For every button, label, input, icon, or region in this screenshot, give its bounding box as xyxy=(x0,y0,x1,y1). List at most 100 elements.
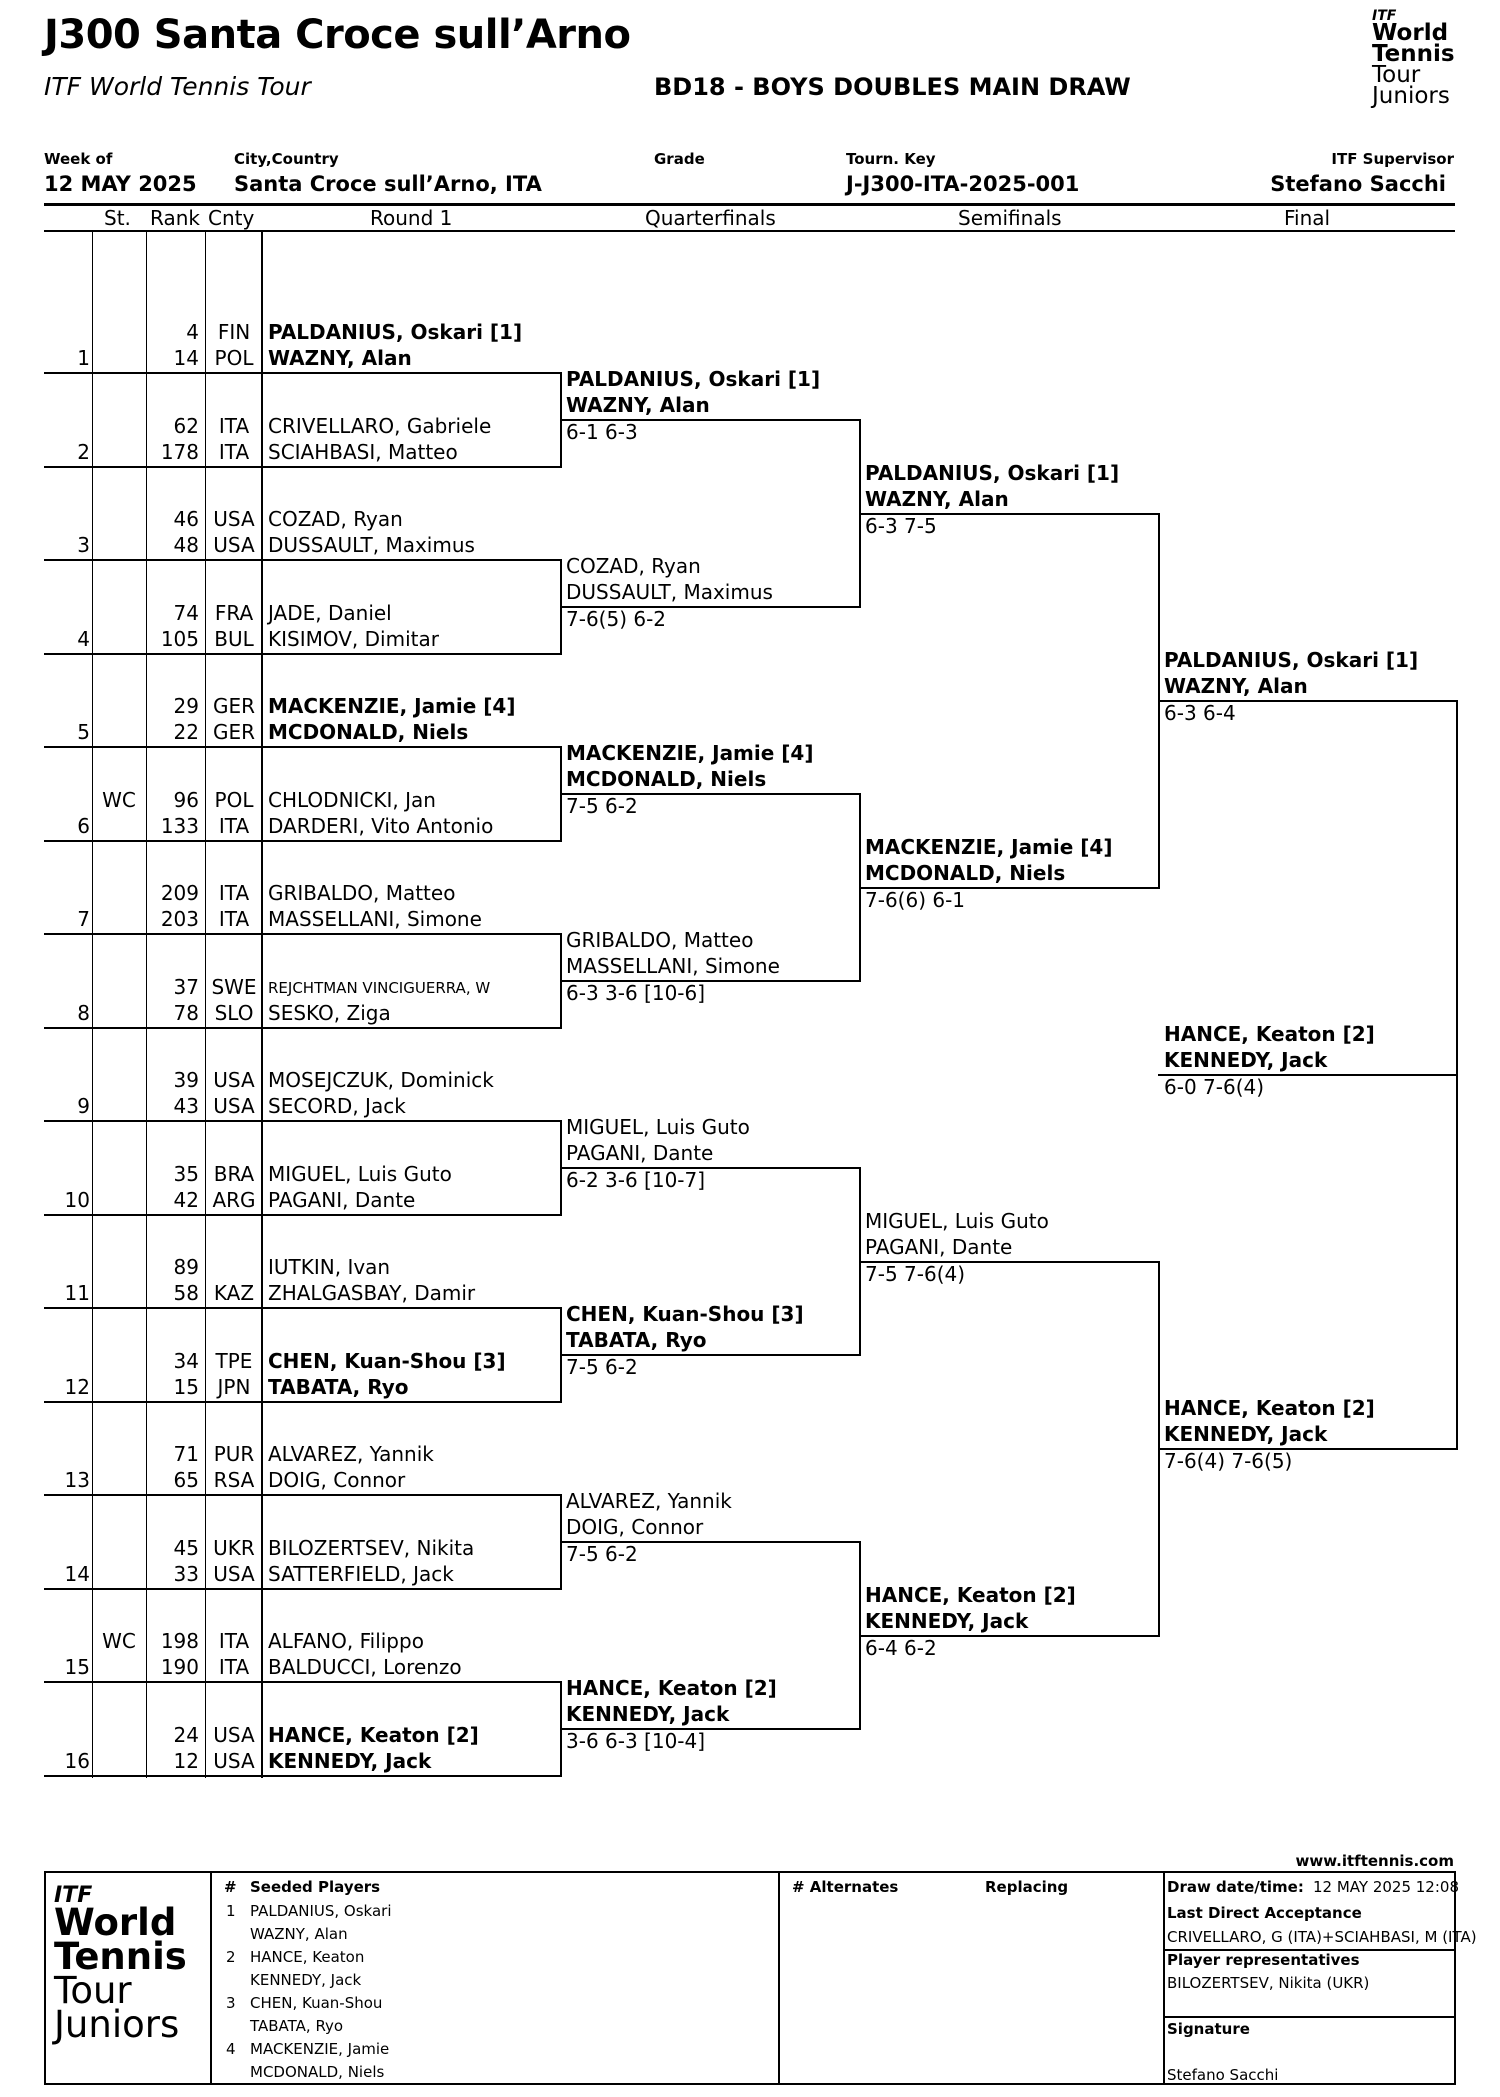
bracket-line xyxy=(860,513,1160,515)
match-winner: KENNEDY, Jack xyxy=(566,1702,730,1726)
signature-label: Signature xyxy=(1167,2020,1250,2038)
rank: 71 xyxy=(173,1442,199,1466)
col-final: Final xyxy=(1284,206,1331,230)
entry-line xyxy=(44,746,561,748)
country: ITA xyxy=(218,814,250,838)
player-name: ALVAREZ, Yannik xyxy=(268,1442,434,1466)
entry-status: WC xyxy=(102,788,136,812)
player-name: MASSELLANI, Simone xyxy=(268,907,482,931)
match-winner: KENNEDY, Jack xyxy=(1164,1422,1328,1446)
tourn-key-value: J-J300-ITA-2025-001 xyxy=(846,172,1080,196)
player-name: SATTERFIELD, Jack xyxy=(268,1562,454,1586)
champion: HANCE, Keaton [2] xyxy=(1164,1022,1375,1046)
bracket-connector xyxy=(1158,1261,1160,1637)
match-winner: HANCE, Keaton [2] xyxy=(865,1583,1076,1607)
player-name: IUTKIN, Ivan xyxy=(268,1255,391,1279)
entry-line xyxy=(44,1027,561,1029)
logo-line1: World xyxy=(1372,19,1449,46)
entry-number: 10 xyxy=(64,1188,90,1212)
entry-number: 7 xyxy=(77,907,90,931)
bracket-line xyxy=(1158,1074,1458,1076)
logo-itf: ITF xyxy=(1372,8,1397,24)
country: FIN xyxy=(217,320,251,344)
draw-datetime-value: 12 MAY 2025 12:08 xyxy=(1313,1878,1459,1896)
match-winner: HANCE, Keaton [2] xyxy=(566,1676,777,1700)
entry-line xyxy=(44,653,561,655)
country: POL xyxy=(214,788,254,812)
seed-player: HANCE, Keaton xyxy=(250,1948,365,1966)
itf-logo-bottom: ITF World Tennis Tour Juniors xyxy=(54,1884,187,2043)
col-quarterfinals: Quarterfinals xyxy=(645,206,776,230)
rank: 22 xyxy=(173,720,199,744)
country: BUL xyxy=(214,627,254,651)
country: USA xyxy=(213,1562,255,1586)
bracket-connector xyxy=(560,1120,562,1216)
rank: 78 xyxy=(173,1001,199,1025)
bracket-connector xyxy=(560,1494,562,1590)
match-score: 6-4 6-2 xyxy=(865,1636,937,1660)
entry-number: 9 xyxy=(77,1094,90,1118)
entry-number: 6 xyxy=(77,814,90,838)
rank: 43 xyxy=(173,1094,199,1118)
bracket-connector xyxy=(1158,513,1160,889)
player-name: PAGANI, Dante xyxy=(268,1188,416,1212)
player-name: JADE, Daniel xyxy=(268,601,392,625)
entry-number: 11 xyxy=(64,1281,90,1305)
match-winner: WAZNY, Alan xyxy=(566,393,710,417)
rank: 42 xyxy=(173,1188,199,1212)
bracket-connector xyxy=(560,372,562,468)
country: USA xyxy=(213,1094,255,1118)
country: BRA xyxy=(213,1162,255,1186)
col-cnty: Cnty xyxy=(208,206,255,230)
rank: 37 xyxy=(173,975,199,999)
entry-number: 8 xyxy=(77,1001,90,1025)
bracket-line xyxy=(1159,1448,1457,1450)
country: FRA xyxy=(214,601,254,625)
entry-line xyxy=(44,1214,561,1216)
match-score: 7-5 6-2 xyxy=(566,1355,638,1379)
player-name: ALFANO, Filippo xyxy=(268,1629,424,1653)
player-name: MACKENZIE, Jamie [4] xyxy=(268,694,516,718)
entry-line xyxy=(44,559,561,561)
column-header-rule xyxy=(44,230,1455,232)
match-score: 3-6 6-3 [10-4] xyxy=(566,1729,706,1753)
player-name: SECORD, Jack xyxy=(268,1094,406,1118)
match-winner: MACKENZIE, Jamie [4] xyxy=(865,835,1113,859)
player-name: DUSSAULT, Maximus xyxy=(268,533,475,557)
match-score: 7-6(6) 6-1 xyxy=(865,888,966,912)
rank: 96 xyxy=(173,788,199,812)
seed-partner: TABATA, Ryo xyxy=(250,2017,344,2035)
entry-line xyxy=(44,372,561,374)
bracket-line xyxy=(561,1728,861,1730)
bracket-line xyxy=(561,1354,861,1356)
bracket-line xyxy=(561,606,861,608)
player-name: KENNEDY, Jack xyxy=(268,1749,432,1773)
country: ITA xyxy=(218,440,250,464)
bracket-line xyxy=(860,1261,1160,1263)
match-score: 7-5 6-2 xyxy=(566,794,638,818)
match-winner: ALVAREZ, Yannik xyxy=(566,1489,732,1513)
entry-status: WC xyxy=(102,1629,136,1653)
match-winner: DUSSAULT, Maximus xyxy=(566,580,773,604)
player-name: DOIG, Connor xyxy=(268,1468,406,1492)
lda-value: CRIVELLARO, G (ITA)+SCIAHBASI, M (ITA) xyxy=(1167,1928,1477,1946)
country: SWE xyxy=(211,975,257,999)
country: JPN xyxy=(217,1375,251,1399)
player-name: MCDONALD, Niels xyxy=(268,720,469,744)
country: ARG xyxy=(212,1188,256,1212)
match-winner: COZAD, Ryan xyxy=(566,554,701,578)
player-name: DARDERI, Vito Antonio xyxy=(268,814,494,838)
seed-number: 1 xyxy=(226,1902,236,1920)
rank: 48 xyxy=(173,533,199,557)
rank: 190 xyxy=(160,1655,199,1679)
divider-num xyxy=(92,232,93,1778)
match-winner: MACKENZIE, Jamie [4] xyxy=(566,741,814,765)
col-rank: Rank xyxy=(150,206,200,230)
seed-partner: MCDONALD, Niels xyxy=(250,2063,385,2081)
rank: 89 xyxy=(173,1255,199,1279)
bracket-connector xyxy=(859,1167,861,1356)
match-score: 6-2 3-6 [10-7] xyxy=(566,1168,706,1192)
player-name: BILOZERTSEV, Nikita xyxy=(268,1536,475,1560)
rank: 105 xyxy=(160,627,199,651)
rank: 209 xyxy=(160,881,199,905)
